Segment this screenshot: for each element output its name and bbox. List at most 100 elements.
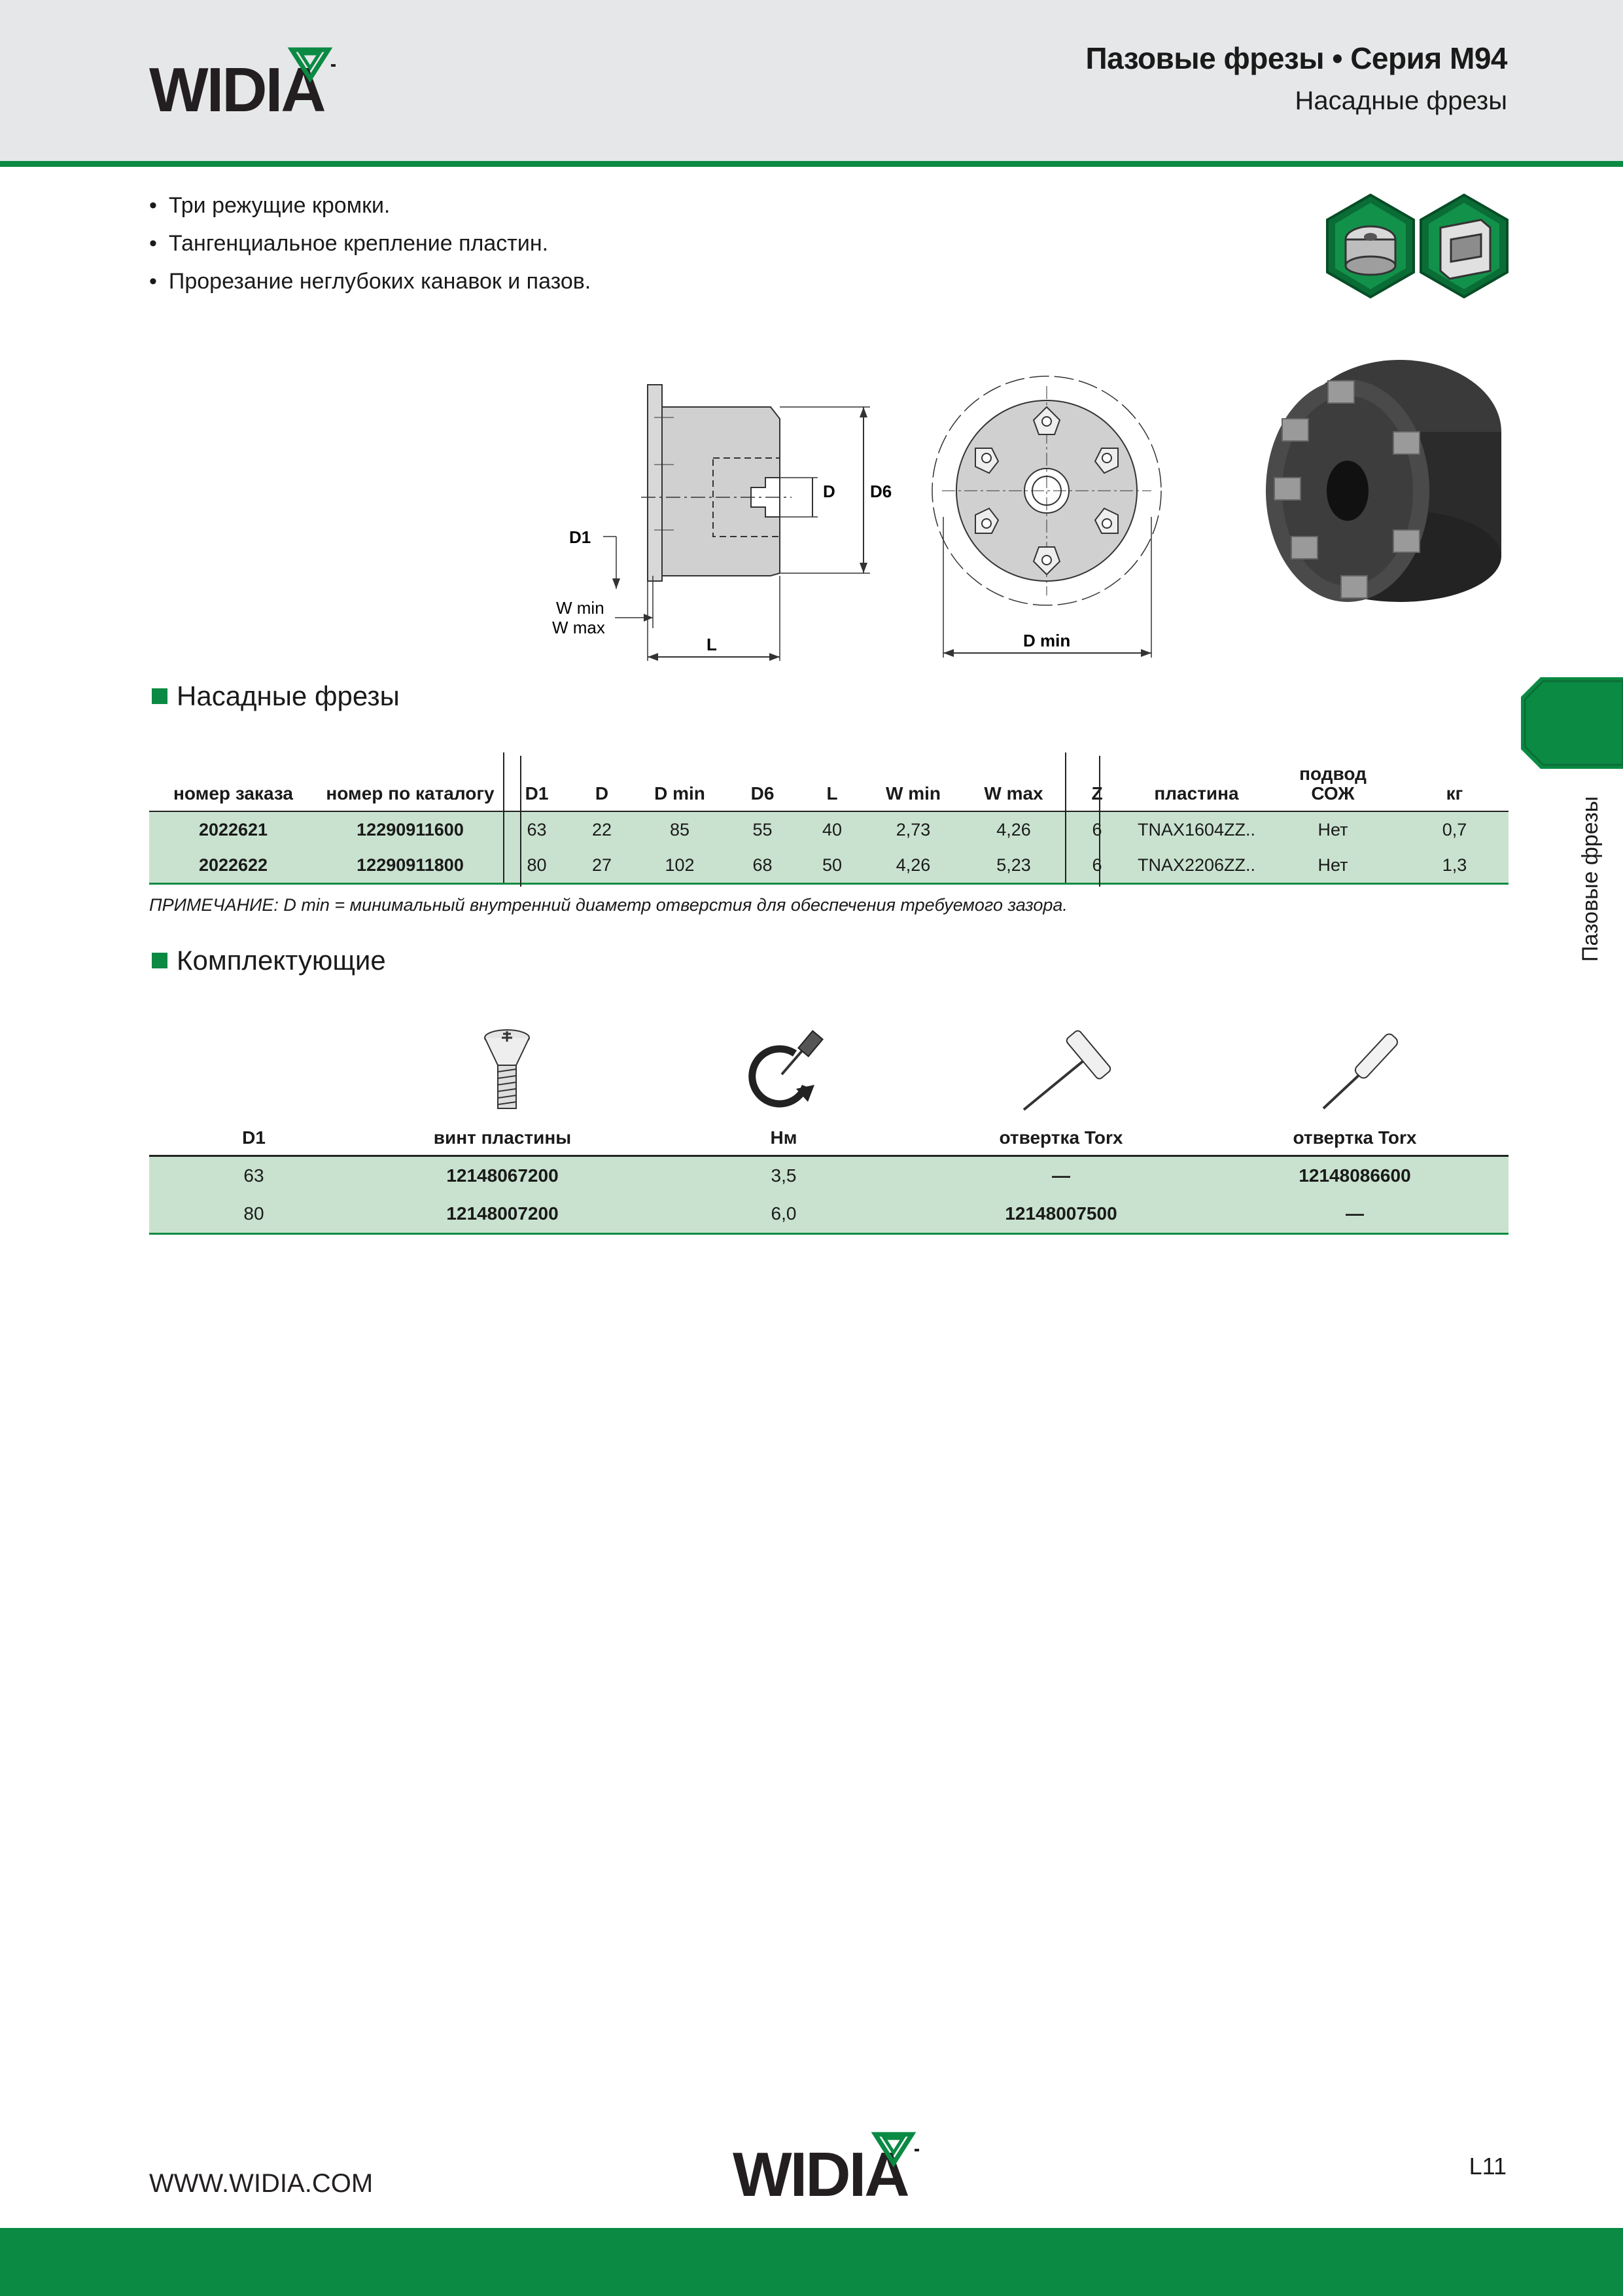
accessories-table: D1 винт пластины Нм отвертка Torx отверт… bbox=[149, 1112, 1509, 1235]
table-row: 2022622 12290911800 80 27 102 68 50 4,26… bbox=[149, 847, 1509, 884]
product-table: номер заказа номер по каталогу D1 D D mi… bbox=[149, 752, 1509, 885]
feature-bullet: Три режущие кромки. bbox=[149, 193, 390, 219]
cell-wmax: 4,26 bbox=[996, 819, 1031, 839]
col-header: D6 bbox=[750, 783, 775, 804]
col-header: пластина bbox=[1154, 783, 1239, 804]
label-dmin: D min bbox=[1023, 631, 1070, 650]
cell-screw: 12148067200 bbox=[446, 1165, 559, 1186]
side-view-drawing: D1 D D6 W min W max L bbox=[543, 380, 896, 671]
cell-d1: 80 bbox=[503, 847, 569, 884]
cell-torque: 6,0 bbox=[771, 1203, 797, 1224]
section-tab[interactable] bbox=[1521, 677, 1623, 769]
catalog-number: 12290911800 bbox=[357, 855, 464, 875]
col-header: Нм bbox=[770, 1127, 797, 1148]
footer-logo: WIDIA bbox=[733, 2128, 922, 2210]
cell-wmax: 5,23 bbox=[996, 855, 1031, 875]
page-title: Пазовые фрезы • Серия M94 bbox=[1085, 41, 1508, 75]
screwdriver-icon bbox=[1318, 1027, 1410, 1116]
cell-insert: TNAX2206ZZ.. bbox=[1137, 855, 1256, 875]
col-header: W min bbox=[886, 783, 941, 804]
cell-kg: 0,7 bbox=[1442, 819, 1467, 839]
page-header bbox=[0, 0, 1623, 161]
logo-wordmark: WIDIA bbox=[149, 55, 324, 122]
torque-icon bbox=[742, 1029, 828, 1117]
label-d6: D6 bbox=[870, 482, 892, 501]
page-number: L11 bbox=[1469, 2153, 1507, 2180]
col-header: W max bbox=[984, 783, 1043, 804]
col-header: Z bbox=[1065, 752, 1128, 811]
col-header: D1 bbox=[503, 752, 569, 811]
cell-d: 22 bbox=[591, 819, 612, 839]
section-heading: Насадные фрезы bbox=[152, 680, 400, 712]
table-note: ПРИМЕЧАНИЕ: D min = минимальный внутренн… bbox=[149, 895, 1068, 915]
widia-logo: WIDIA bbox=[149, 43, 339, 125]
side-tab-label: Пазовые фрезы bbox=[1578, 796, 1603, 962]
section-title: Комплектующие bbox=[177, 945, 386, 976]
label-wmin: W min bbox=[556, 598, 604, 618]
cell-l: 50 bbox=[822, 855, 843, 875]
footer-url[interactable]: WWW.WIDIA.COM bbox=[149, 2169, 374, 2198]
cell-torx-key: 12148007500 bbox=[1005, 1203, 1117, 1224]
cell-dmin: 102 bbox=[665, 855, 695, 875]
t-handle-torx-icon bbox=[1017, 1026, 1128, 1118]
label-l: L bbox=[707, 635, 717, 654]
cell-d6: 55 bbox=[752, 819, 773, 839]
cell-torque: 3,5 bbox=[771, 1165, 797, 1186]
cell-coolant: Нет bbox=[1318, 819, 1348, 839]
product-photo bbox=[1236, 340, 1511, 631]
cell-d1: 63 bbox=[503, 811, 569, 847]
cell-d1: 63 bbox=[243, 1165, 264, 1186]
logo-wordmark: WIDIA bbox=[733, 2140, 908, 2206]
feature-bullet: Прорезание неглубоких канавок и пазов. bbox=[149, 269, 591, 294]
table-row: 80 12148007200 6,0 12148007500 — bbox=[149, 1194, 1509, 1233]
col-header: кг bbox=[1446, 783, 1463, 804]
cell-dmin: 85 bbox=[669, 819, 690, 839]
col-header: отвертка Torx bbox=[1293, 1127, 1417, 1148]
slot-icon bbox=[1418, 193, 1510, 302]
label-d1: D1 bbox=[569, 527, 591, 547]
footer-bar bbox=[0, 2228, 1623, 2296]
label-d: D bbox=[823, 482, 835, 501]
cell-z: 6 bbox=[1065, 811, 1128, 847]
catalog-number: 12290911600 bbox=[357, 819, 464, 839]
cell-wmin: 4,26 bbox=[896, 855, 931, 875]
col-header: L bbox=[826, 783, 838, 804]
cell-torx-driver: 12148086600 bbox=[1299, 1165, 1411, 1186]
cell-torx-driver: — bbox=[1346, 1203, 1364, 1224]
cell-insert: TNAX1604ZZ.. bbox=[1137, 819, 1256, 839]
section-marker bbox=[152, 953, 167, 968]
table-row: 63 12148067200 3,5 — 12148086600 bbox=[149, 1156, 1509, 1195]
cell-d: 27 bbox=[591, 855, 612, 875]
table-divider bbox=[520, 756, 521, 887]
col-header: номер по каталогу bbox=[326, 783, 495, 804]
label-wmax: W max bbox=[552, 618, 605, 637]
feature-bullet: Тангенциальное крепление пластин. bbox=[149, 231, 548, 256]
cell-coolant: Нет bbox=[1318, 855, 1348, 875]
col-header: D min bbox=[654, 783, 705, 804]
section-heading: Комплектующие bbox=[152, 945, 386, 976]
order-number: 2022621 bbox=[198, 819, 268, 839]
cell-torx-key: — bbox=[1052, 1165, 1070, 1186]
cell-l: 40 bbox=[822, 819, 843, 839]
table-divider bbox=[1099, 756, 1100, 887]
col-header: винт пластины bbox=[433, 1127, 572, 1148]
cell-z: 6 bbox=[1065, 847, 1128, 884]
page-subtitle: Насадные фрезы bbox=[1295, 86, 1507, 115]
cell-kg: 1,3 bbox=[1442, 855, 1467, 875]
screw-icon bbox=[481, 1029, 533, 1117]
cell-d1: 80 bbox=[243, 1203, 264, 1224]
front-view-drawing: D min bbox=[929, 366, 1164, 664]
cell-screw: 12148007200 bbox=[446, 1203, 559, 1224]
col-header-text: подвод СОЖ bbox=[1299, 764, 1367, 804]
section-marker bbox=[152, 688, 167, 704]
face-mill-icon bbox=[1325, 193, 1416, 302]
col-header: D1 bbox=[242, 1127, 266, 1148]
cell-wmin: 2,73 bbox=[896, 819, 931, 839]
header-divider bbox=[0, 161, 1623, 167]
col-header: подвод СОЖ bbox=[1265, 752, 1401, 811]
col-header: D bbox=[595, 783, 609, 804]
cell-d6: 68 bbox=[752, 855, 773, 875]
section-title: Насадные фрезы bbox=[177, 680, 400, 711]
col-header: отвертка Torx bbox=[999, 1127, 1123, 1148]
order-number: 2022622 bbox=[198, 855, 268, 875]
